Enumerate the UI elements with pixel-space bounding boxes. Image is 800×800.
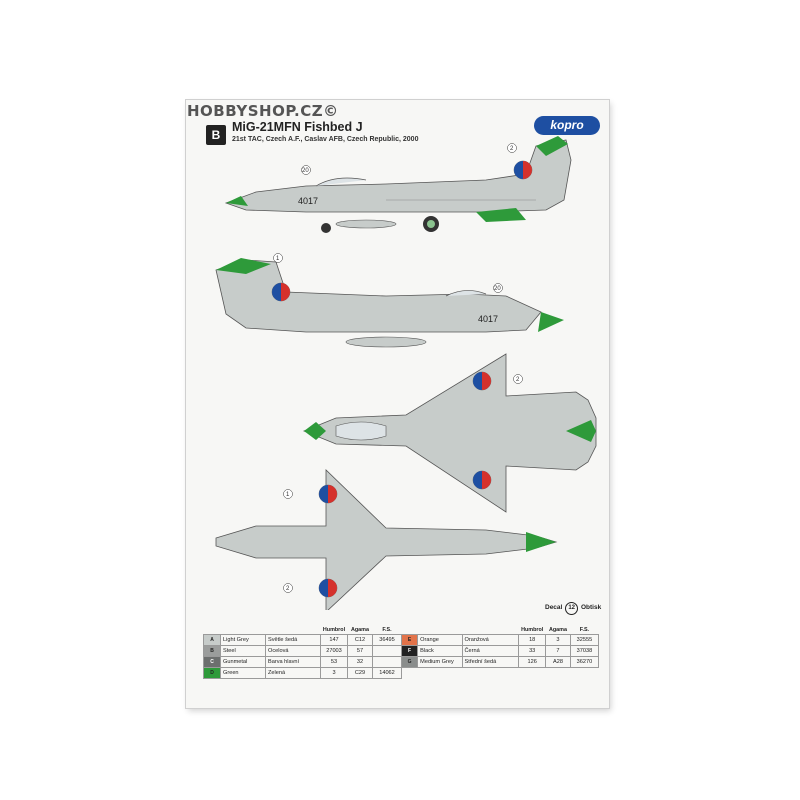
- fs-code: [372, 645, 402, 657]
- decal-label: Decal: [545, 604, 563, 611]
- callouts: 2 20 1 20 2 1 2: [273, 143, 523, 593]
- scheme-title: MiG-21MFN Fishbed J: [232, 120, 363, 134]
- decal-label-cz: Obtisk: [580, 604, 602, 611]
- header-humbrol-2: Humbrol: [521, 627, 544, 633]
- swatch: B: [203, 645, 221, 657]
- color-name: Gunmetal: [220, 656, 266, 668]
- agama-code: C29: [347, 667, 373, 679]
- fs-code: [372, 656, 402, 668]
- swatch: D: [203, 667, 221, 679]
- humbrol-code: 27003: [320, 645, 348, 657]
- svg-text:1: 1: [286, 492, 290, 498]
- fs-code: 36495: [372, 634, 402, 646]
- agama-code: 57: [347, 645, 373, 657]
- swatch: E: [400, 634, 419, 646]
- svg-text:20: 20: [302, 168, 309, 174]
- svg-text:20: 20: [494, 286, 501, 292]
- fs-code: 32555: [569, 634, 600, 646]
- color-name-cz: Oranžová: [461, 634, 520, 646]
- humbrol-code: 147: [320, 634, 348, 646]
- color-name-cz: Světle šedá: [265, 634, 321, 646]
- fs-code: 14062: [372, 667, 402, 679]
- watermark: HOBBYSHOP.CZ©: [187, 102, 339, 120]
- humbrol-code: 33: [518, 645, 547, 657]
- color-name-cz: Barva hlavní: [265, 656, 321, 668]
- aircraft-number: 4017: [298, 196, 318, 206]
- header-fs-2: F.S.: [579, 627, 590, 633]
- agama-code: 3: [545, 634, 571, 646]
- bottom-view: [215, 469, 558, 610]
- header-humbrol: Humbrol: [322, 627, 346, 633]
- color-name: Light Grey: [220, 634, 266, 646]
- color-name-cz: Střední šedá: [461, 656, 520, 668]
- color-name-cz: Černá: [461, 645, 520, 657]
- svg-text:2: 2: [286, 586, 290, 592]
- swatch: F: [400, 645, 419, 657]
- svg-text:2: 2: [510, 146, 514, 152]
- header-agama: Agama: [351, 627, 369, 633]
- humbrol-code: 18: [518, 634, 547, 646]
- color-name-cz: Ocelová: [265, 645, 321, 657]
- color-name: Steel: [220, 645, 266, 657]
- swatch: C: [203, 656, 221, 668]
- agama-code: 7: [545, 645, 571, 657]
- fs-code: 36270: [569, 656, 600, 668]
- top-view: [302, 353, 597, 513]
- fs-code: 37038: [569, 645, 600, 657]
- agama-code: A28: [545, 656, 571, 668]
- header-fs: F.S.: [382, 627, 392, 633]
- scheme-letter-badge: B: [206, 125, 226, 145]
- decal-reference: Decal 12 Obtisk: [545, 602, 601, 615]
- swatch: A: [203, 634, 221, 646]
- brand-logo: kopro: [534, 116, 600, 135]
- header-agama-2: Agama: [548, 627, 567, 633]
- color-name-cz: Zelená: [265, 667, 321, 679]
- scheme-subtitle: 21st TAC, Czech A.F., Caslav AFB, Czech …: [232, 136, 419, 143]
- color-name: Medium Grey: [417, 656, 463, 668]
- color-name: Green: [220, 667, 266, 679]
- svg-text:1: 1: [276, 256, 280, 262]
- humbrol-code: 53: [320, 656, 348, 668]
- aircraft-number-2: 4017: [478, 314, 498, 324]
- agama-code: 32: [347, 656, 373, 668]
- agama-code: C12: [347, 634, 373, 646]
- side-view-left: 4017: [224, 136, 572, 233]
- svg-text:2: 2: [516, 377, 520, 383]
- color-name: Orange: [417, 634, 463, 646]
- swatch: G: [400, 656, 419, 668]
- color-name: Black: [417, 645, 463, 657]
- humbrol-code: 126: [518, 656, 547, 668]
- aircraft-drawings: 4017 4017 2 20 1 20 2: [215, 136, 597, 610]
- side-view-right: 4017: [215, 258, 564, 348]
- decal-number: 12: [565, 602, 579, 615]
- humbrol-code: 3: [320, 667, 348, 679]
